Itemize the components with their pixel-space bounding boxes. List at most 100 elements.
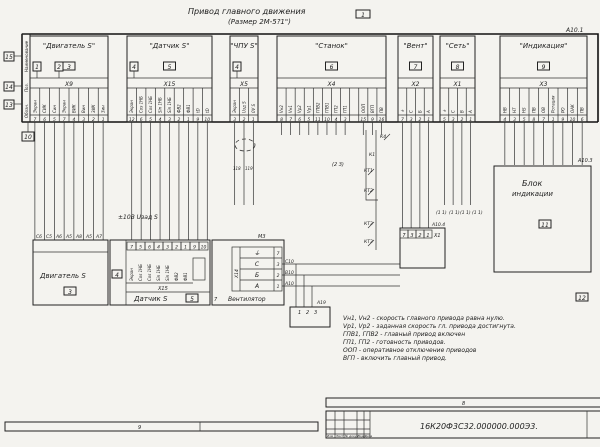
fan-block: М3 Х14 7 Вентилятор: [211, 234, 285, 306]
pin-number: 1: [427, 117, 430, 123]
x1-pin: 2: [418, 233, 421, 239]
pin-name: Vн1: [288, 105, 293, 113]
module-title: "Двигатель S": [43, 42, 95, 50]
pin-name: C: [451, 110, 456, 113]
col-date: Дата: [364, 434, 373, 438]
relay-label: КТ2: [364, 188, 373, 194]
motor-wire-label: А5: [85, 234, 92, 240]
col-doc: № докум.: [344, 434, 360, 438]
fan-pin-number: 2: [277, 273, 280, 279]
a19-block: А19 1 2 3: [289, 300, 331, 328]
motor-wire-label: C6: [36, 234, 42, 240]
motor-title: Двигатель S: [39, 272, 86, 280]
sensor-side-ref: 4: [115, 272, 119, 279]
pin-number: 2: [92, 117, 95, 123]
sensor-pin-name: ФВ1: [183, 272, 188, 281]
assembly-ref: А10.1: [565, 27, 583, 34]
pin-name: 0V S: [251, 103, 256, 113]
pin-number: 10: [204, 117, 210, 123]
pin-number: 4: [503, 117, 506, 123]
motor-wire-label: А6: [55, 234, 62, 240]
connector-label: X5: [239, 81, 248, 88]
pin-name: А: [468, 110, 473, 114]
pin-name: Sin 1НБ: [158, 97, 163, 113]
pin-number: 3: [168, 117, 171, 123]
pin-number: 2: [418, 117, 421, 123]
module-title: "Станок": [315, 42, 348, 50]
pin-number: 5: [149, 117, 152, 123]
connector-label: X9: [64, 81, 73, 88]
pin-number: 4: [335, 117, 338, 123]
pin-name: Vр1: [306, 105, 311, 113]
sensor-pin-number: 2: [175, 245, 178, 251]
connector-label: X2: [411, 81, 420, 88]
pin-number: 16: [379, 117, 385, 123]
pin-name: Б: [417, 110, 422, 113]
module-sub-ref: 2: [57, 64, 61, 71]
pin-name: Cos 1НБ: [139, 96, 144, 113]
motor-wire-label: А5: [65, 234, 72, 240]
fan-wire-label: С10: [285, 259, 294, 265]
pin-number: 1: [102, 117, 105, 123]
sensor-pin-name: Cos 1НБ: [138, 264, 143, 281]
pin-name: Vр2: [297, 105, 302, 113]
ref-label: (1 1): [460, 210, 471, 216]
sensor-pin-number: 5: [139, 245, 142, 251]
thermistor-icon: [192, 257, 206, 281]
pin-name: НТ: [512, 107, 517, 113]
wire-118: 118: [233, 166, 241, 171]
pin-number: 1: [552, 117, 555, 123]
connector-label: X4: [327, 81, 336, 88]
x1-pin: 3: [410, 233, 413, 239]
pin-name: ⏚: [400, 109, 405, 113]
legend-line: Vр1, Vр2 - заданная скорость гл. привода…: [343, 323, 516, 330]
connector-label: X1: [453, 81, 462, 88]
pin-name: Син: [52, 105, 57, 113]
sensor-pin-number: 10: [201, 245, 207, 251]
pin-name: Зин: [101, 105, 106, 113]
x1-pin: 1: [426, 233, 429, 239]
module-ref: 6: [330, 64, 334, 71]
pin-number: 9: [561, 117, 564, 123]
pin-name: ГП2: [334, 105, 339, 113]
pin-number: 9: [196, 117, 199, 123]
sensor-pin-number: 9: [193, 245, 196, 251]
voltage-label: ±10В Uзад S: [118, 214, 158, 221]
left-column-label: Поз.: [24, 83, 29, 92]
connector-label: X3: [539, 81, 548, 88]
module-title: "Индикация": [520, 42, 568, 50]
pin-name: ФВ2: [176, 104, 181, 113]
sensor-block: 4 X15 Датчик S 5: [109, 239, 211, 306]
fan-wire-label: А10: [284, 281, 294, 287]
pin-name: Cos 1НБ: [148, 96, 153, 113]
pin-name: Sin 1НБ: [167, 97, 172, 113]
pin-number: 12: [129, 117, 135, 123]
shield-loop: [234, 138, 256, 152]
pin-name: ГПВ2: [315, 102, 320, 113]
legend-line: Vн1, Vн2 - скорость главного привода рав…: [343, 315, 505, 322]
module-sub-ref: 4: [132, 64, 136, 71]
sensor-pin-name: ФВ2: [174, 272, 179, 281]
module-title: "Вент": [403, 42, 427, 50]
fan-pin-number: 1: [277, 284, 280, 290]
legend: Vн1, Vн2 - скорость главного привода рав…: [343, 315, 516, 362]
col-sign: Подп.: [358, 434, 367, 438]
pin-number: 2: [243, 117, 246, 123]
sensor-pin-number: 1: [184, 245, 187, 251]
module-sub-ref: 1: [35, 64, 39, 71]
pin-name: Экран: [129, 100, 134, 114]
relay-label: КТ3: [364, 239, 373, 245]
wire-group: [34, 122, 583, 240]
pin-number: 2: [460, 117, 463, 123]
ref-12: 12: [578, 295, 586, 302]
pin-number: 3: [452, 117, 455, 123]
module-title: "ЧПУ S": [230, 42, 257, 50]
pin-name: А: [426, 110, 431, 114]
